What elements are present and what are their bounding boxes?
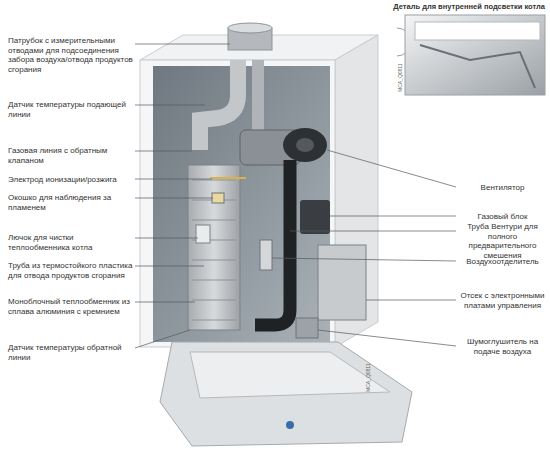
part-label: Отсек с электронными платами управления [460,291,545,310]
part-label: Электрод ионизации/розжига [8,175,133,185]
part-label: Газовый блок [460,212,545,222]
panel-logo [286,421,294,429]
part-label: Вентилятор [460,183,545,193]
part-label: Датчик температуры подающей линии [8,100,133,119]
part-label: Датчик температуры обратной линии [8,343,133,362]
ignition-electrode [210,177,246,179]
part-label: Шумоглушитель на подаче воздуха [460,337,545,356]
control-panel [160,342,412,446]
gas-valve [300,200,330,234]
image-code: MCA_Q0811 [364,352,374,392]
flue-pipe-top [228,23,272,33]
fan-hub [296,138,314,152]
detail-casing [415,22,540,40]
part-label: Труба Вентури для полного предварительно… [460,222,545,260]
image-code: MCA_Q0811 [396,52,406,92]
flame-window [212,193,224,203]
part-label: Лючок для чистки теплообменника котла [8,233,133,252]
part-label: Моноблочный теплообменник из сплава алюм… [8,297,133,316]
detail-inset [405,15,545,95]
flue-duct [200,60,238,150]
part-label: Труба из термостойкого пластика для отво… [8,261,133,280]
air-duct [252,60,264,130]
fan [283,128,327,162]
heat-exchanger-fins [192,180,236,320]
detail-label: Деталь для внутренней подсветки котла [375,2,545,12]
heat-exchanger [188,165,240,330]
part-label: Газовая линия с обратным клапаном [8,146,133,165]
part-label: Воздухоотделитель [460,257,545,267]
leader-lines [135,44,456,348]
part-label: Патрубок с измерительными отводами для п… [8,36,133,74]
casing-front [140,60,335,347]
cleaning-hatch [196,225,210,243]
air-silencer [296,318,318,338]
venturi-pipe [255,160,290,325]
electronics-compartment [318,245,366,320]
detail-wiring [420,45,535,88]
control-panel-face [190,352,390,398]
part-label: Окошко для наблюдения за пламенем [8,193,133,212]
air-separator [260,240,272,270]
